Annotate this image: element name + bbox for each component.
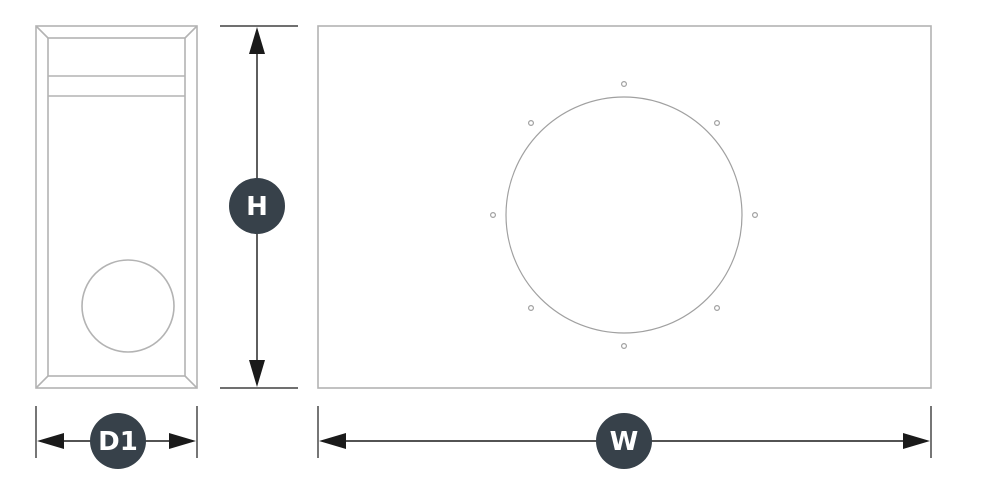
mounting-hole-bottom [620, 343, 627, 350]
depth-arrow-left [37, 433, 64, 449]
driver-cutout-circle [505, 96, 743, 334]
depth-dimension: D1 [35, 406, 198, 469]
side-port-circle [81, 259, 175, 353]
depth-arrow-right [169, 433, 196, 449]
width-label: W [610, 427, 639, 457]
width-arrow-right [903, 433, 930, 449]
height-dimension: H [220, 25, 298, 389]
mounting-hole-top-left [527, 119, 534, 126]
mounting-hole-bottom-left [527, 305, 534, 312]
mounting-hole-left [490, 212, 497, 219]
mounting-hole-top [620, 80, 627, 87]
width-dimension: W [317, 406, 932, 469]
depth-badge [90, 413, 146, 469]
height-arrow-up [249, 27, 265, 54]
side-view [35, 25, 198, 389]
front-view [317, 25, 932, 389]
width-badge [596, 413, 652, 469]
width-arrow-left [319, 433, 346, 449]
mounting-hole-top-right [713, 119, 720, 126]
side-view-inner-panel [47, 37, 186, 377]
side-bevel-bottom-right [184, 375, 198, 389]
side-bevel-bottom-left [35, 375, 49, 389]
mounting-hole-right [751, 212, 758, 219]
depth-label: D1 [98, 427, 138, 457]
height-label: H [246, 192, 268, 222]
side-bevel-top-right [184, 25, 198, 39]
height-arrow-down [249, 360, 265, 387]
mounting-hole-bottom-right [713, 305, 720, 312]
side-bevel-top-left [35, 25, 49, 39]
side-view-outline [35, 25, 198, 389]
front-view-outline [317, 25, 932, 389]
height-badge [229, 178, 285, 234]
